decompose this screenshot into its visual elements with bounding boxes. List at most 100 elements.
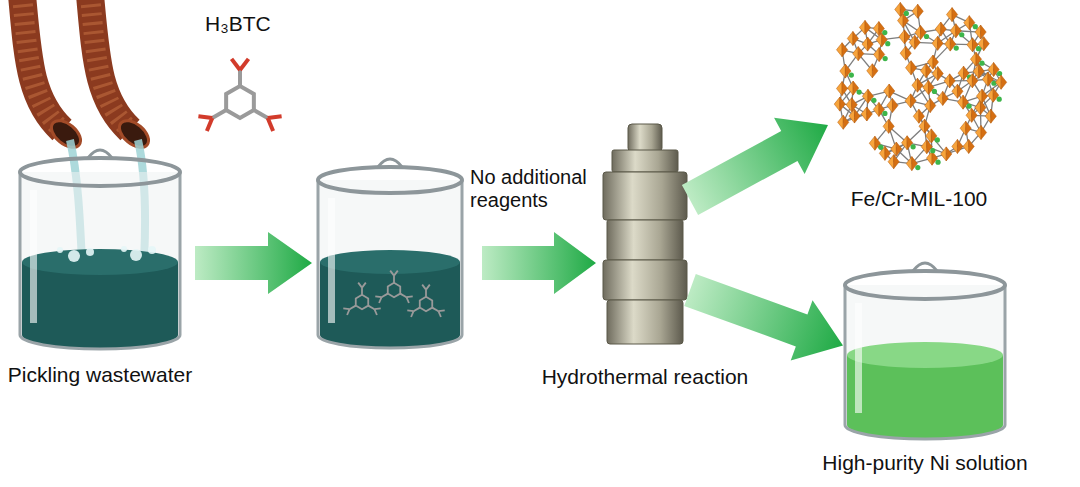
octahedron [932, 67, 938, 81]
benzene-ring [388, 283, 400, 297]
beaker-outline [845, 285, 1005, 439]
octahedron [988, 88, 994, 102]
mil-100-framework [834, 2, 1007, 170]
octahedron [963, 139, 969, 153]
beaker-rim [318, 167, 462, 193]
octahedron [887, 98, 893, 112]
beaker-glass [20, 172, 180, 335]
octahedron [843, 115, 849, 129]
octahedron [973, 64, 979, 78]
octahedron [872, 64, 878, 78]
octahedron [906, 157, 912, 171]
flow-arrow [682, 118, 828, 215]
octahedron [889, 84, 895, 98]
octahedron [913, 109, 919, 123]
octahedron [975, 101, 981, 115]
beaker [318, 159, 462, 348]
bond [411, 311, 413, 317]
pipe [90, 0, 130, 130]
octahedron [925, 99, 931, 113]
splash-drop [68, 250, 80, 262]
cr-site [882, 111, 887, 116]
octahedron [895, 2, 901, 16]
octahedron [859, 20, 865, 34]
annotation-label: H₃BTC [205, 12, 271, 36]
cr-site [935, 160, 940, 165]
autoclave-body [607, 300, 683, 344]
octahedron [867, 107, 873, 121]
octahedron [885, 146, 891, 160]
octahedron [869, 136, 875, 150]
splash-drop [130, 249, 142, 261]
octahedron [899, 30, 905, 44]
octahedron [836, 43, 842, 57]
octahedron [938, 67, 944, 81]
beaker-handle [378, 159, 402, 167]
octahedron [944, 74, 950, 88]
bond [400, 294, 406, 298]
splash-drop [121, 246, 127, 252]
bond [238, 70, 242, 86]
octahedron [921, 140, 927, 154]
cr-site [885, 41, 890, 46]
cr-site [871, 98, 876, 103]
autoclave-body [603, 260, 687, 300]
octahedron [891, 142, 897, 156]
liquid-surface [847, 342, 1003, 368]
splash-drop [57, 247, 63, 253]
octahedron [889, 119, 895, 133]
bond [375, 296, 381, 299]
bond [362, 283, 366, 288]
illustration-node: Pickling wastewater [18, 158, 182, 348]
node-label: High-purity Ni solution [822, 450, 1027, 475]
octahedron [918, 4, 924, 18]
bond [268, 118, 273, 131]
node-label: Pickling wastewater [8, 362, 192, 387]
octahedron [861, 107, 867, 121]
bond [390, 271, 394, 276]
molecule [407, 285, 444, 317]
octahedron [884, 84, 890, 98]
octahedron [966, 108, 972, 122]
octahedron [911, 94, 917, 108]
bond [407, 310, 413, 313]
octahedron [853, 31, 859, 45]
pipe [22, 0, 62, 130]
octahedron [979, 64, 985, 78]
octahedron [937, 91, 943, 105]
bond [240, 59, 248, 70]
octahedron [920, 64, 926, 78]
octahedron [1001, 75, 1007, 89]
bond [268, 116, 282, 118]
annotation-label: No additional reagents [470, 166, 610, 212]
octahedron [950, 24, 956, 38]
cr-site [932, 89, 937, 94]
process-arrow [195, 232, 312, 294]
octahedron [842, 82, 848, 96]
octahedron [941, 22, 947, 36]
pipe-mouth [115, 115, 154, 152]
cr-site [979, 61, 984, 66]
cr-site [915, 165, 920, 170]
pipe-texture [22, 0, 62, 130]
octahedron [982, 72, 988, 86]
octahedron [952, 84, 958, 98]
flow-arrow [684, 274, 843, 361]
octahedron [852, 98, 858, 112]
octahedron [902, 136, 908, 150]
splash-drop [86, 248, 94, 256]
octahedron [985, 109, 991, 123]
octahedron [909, 35, 915, 49]
octahedron [919, 119, 925, 133]
octahedron [896, 142, 902, 156]
octahedron [862, 37, 868, 51]
bond [374, 309, 376, 315]
octahedron [981, 25, 987, 39]
octahedron [842, 43, 848, 57]
octahedron [853, 47, 859, 61]
octahedron [854, 109, 860, 123]
octahedron [923, 80, 929, 94]
bond [212, 110, 226, 118]
